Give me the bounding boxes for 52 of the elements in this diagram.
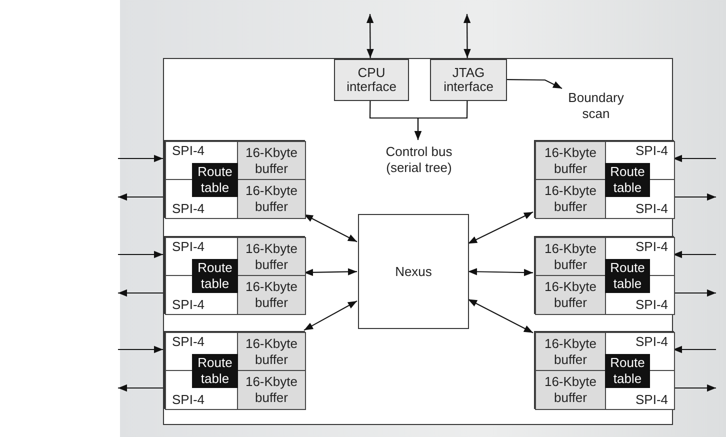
arrow <box>366 14 374 58</box>
interface-block: JTAG interface <box>430 59 507 101</box>
signal-label: Control bus (serial tree) <box>367 141 471 179</box>
chip-outline <box>163 58 673 425</box>
arrow <box>673 250 716 258</box>
arrow <box>673 154 716 162</box>
buffer-cell: 16-Kbyte buffer <box>237 275 306 315</box>
arrow <box>673 346 716 354</box>
arrow <box>468 268 533 276</box>
route-table-block: Route table <box>605 354 650 388</box>
signal-label: Boundary scan <box>563 87 629 125</box>
arrow <box>468 212 534 244</box>
arrow <box>118 346 163 354</box>
route-table-block: Route table <box>605 259 650 293</box>
buffer-cell: 16-Kbyte buffer <box>237 141 306 180</box>
nexus-block: Nexus <box>358 214 469 329</box>
port-block <box>164 331 305 409</box>
buffer-cell: 16-Kbyte buffer <box>535 275 606 315</box>
port-block <box>164 140 305 218</box>
interface-block: CPU interface <box>334 59 409 101</box>
buffer-cell: 16-Kbyte buffer <box>535 179 606 219</box>
arrow <box>414 100 468 140</box>
arrow <box>304 300 358 331</box>
arrow <box>463 14 471 58</box>
arrow <box>118 289 163 297</box>
arrow <box>673 289 716 297</box>
arrow <box>118 250 163 258</box>
port-block <box>534 331 674 409</box>
arrow <box>118 193 163 201</box>
buffer-cell: 16-Kbyte buffer <box>535 332 606 371</box>
buffer-cell: 16-Kbyte buffer <box>535 370 606 410</box>
port-block <box>534 236 674 314</box>
arrow <box>304 214 358 242</box>
buffer-cell: 16-Kbyte buffer <box>535 237 606 276</box>
arrow <box>468 298 534 334</box>
route-table-block: Route table <box>192 163 238 197</box>
route-table-block: Route table <box>192 259 238 293</box>
arrow <box>506 78 562 89</box>
arrow <box>118 384 163 392</box>
arrow <box>673 384 716 392</box>
route-table-block: Route table <box>192 354 238 388</box>
buffer-cell: 16-Kbyte buffer <box>237 237 306 276</box>
buffer-cell: 16-Kbyte buffer <box>535 141 606 180</box>
arrow <box>118 154 163 162</box>
arrow <box>673 193 716 201</box>
buffer-cell: 16-Kbyte buffer <box>237 179 306 219</box>
route-table-block: Route table <box>605 163 650 197</box>
buffer-cell: 16-Kbyte buffer <box>237 332 306 371</box>
buffer-cell: 16-Kbyte buffer <box>237 370 306 410</box>
port-block <box>164 236 305 314</box>
port-block <box>534 140 674 218</box>
arrow <box>304 268 358 276</box>
